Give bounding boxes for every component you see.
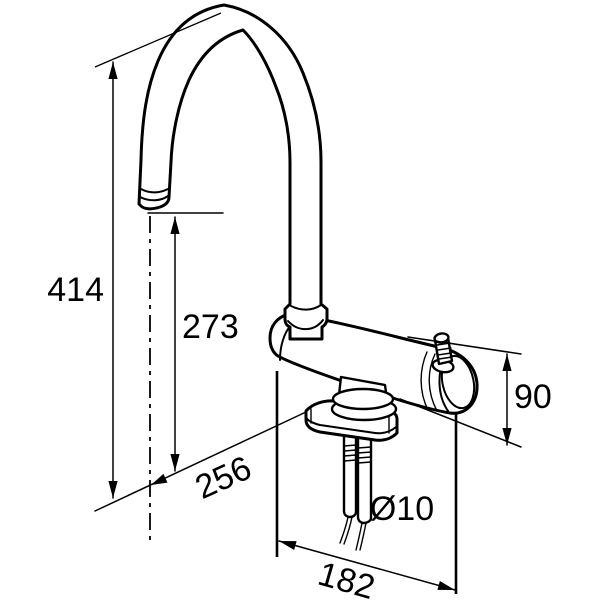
dimension-414: 414 — [47, 12, 222, 499]
dim-414-extension-line — [94, 12, 222, 68]
mounting-panel-lines — [275, 371, 458, 594]
aerator — [139, 188, 169, 202]
dim-90-label: 90 — [514, 378, 552, 416]
dim-90-extension-top — [407, 336, 522, 355]
dimension-256: 256 — [94, 411, 307, 512]
dim-182-line — [278, 540, 456, 591]
spout-outline — [137, 3, 329, 341]
dim-273-label: 273 — [182, 308, 239, 346]
end-cap-disc — [440, 354, 476, 410]
faucet-spout — [137, 3, 329, 341]
hose-diameter-label: Ø10 — [370, 490, 434, 528]
dim-256-line — [94, 411, 307, 512]
dim-182-label: 182 — [314, 555, 379, 600]
riser-body-fillet — [287, 319, 324, 331]
dim-256-arrowhead — [151, 473, 168, 485]
dim-256-label: 256 — [190, 449, 257, 507]
supply-hoses — [339, 431, 373, 551]
dimension-273: 273 — [147, 212, 239, 472]
hose-thread-ticks — [343, 444, 372, 464]
base-rings — [330, 375, 398, 422]
adjust-ring-grooves — [420, 351, 438, 412]
pin-thread-ticks — [436, 342, 453, 360]
dim-90-extension-bottom — [399, 398, 522, 448]
bracket-face-edge — [305, 416, 397, 435]
dim-414-label: 414 — [47, 271, 104, 309]
riser-seam — [290, 304, 322, 311]
hose-left — [342, 431, 358, 519]
control-pin — [433, 332, 454, 366]
dimension-90: 90 — [399, 336, 552, 448]
base-ring-upper — [331, 387, 395, 411]
dimension-182: 182 — [278, 540, 456, 600]
